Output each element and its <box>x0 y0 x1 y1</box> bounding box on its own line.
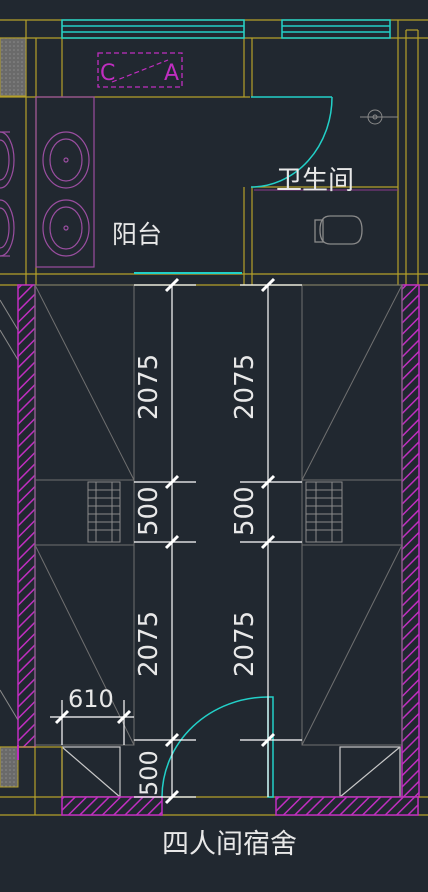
dim-lower-left: 2075 <box>134 611 164 677</box>
wall-bottom-left <box>61 796 163 816</box>
ladder-left <box>87 481 121 543</box>
toilet-icon <box>314 215 363 245</box>
column-bottom-left <box>0 746 19 788</box>
top-window-right <box>281 19 391 39</box>
dim-lower-right: 2075 <box>230 611 260 677</box>
dim-width: 610 <box>68 685 114 713</box>
dim-middle-right: 500 <box>230 486 260 536</box>
dim-upper-left: 2075 <box>134 354 164 420</box>
wall-bottom-right <box>275 796 419 816</box>
ladder-right <box>305 481 343 543</box>
washbasins <box>0 96 95 268</box>
window-tag: C A <box>97 52 183 88</box>
room-label-bathroom: 卫生间 <box>276 166 354 196</box>
window-tag-left: C <box>100 61 115 86</box>
dim-upper-right: 2075 <box>230 354 260 420</box>
bathroom-door <box>250 96 333 188</box>
wall-right <box>401 284 420 798</box>
dim-bottom: 500 <box>135 750 163 796</box>
window-tag-right: A <box>164 61 179 86</box>
shower-drain <box>360 109 398 125</box>
furniture-lines <box>34 284 403 746</box>
column-top-left <box>0 37 27 97</box>
drawing-title: 四人间宿舍 <box>162 829 297 860</box>
room-label-balcony: 阳台 <box>112 220 162 249</box>
dim-middle-left: 500 <box>134 486 164 536</box>
dimension-lines <box>50 277 302 805</box>
top-window-left <box>61 19 245 39</box>
wall-left <box>17 284 36 748</box>
